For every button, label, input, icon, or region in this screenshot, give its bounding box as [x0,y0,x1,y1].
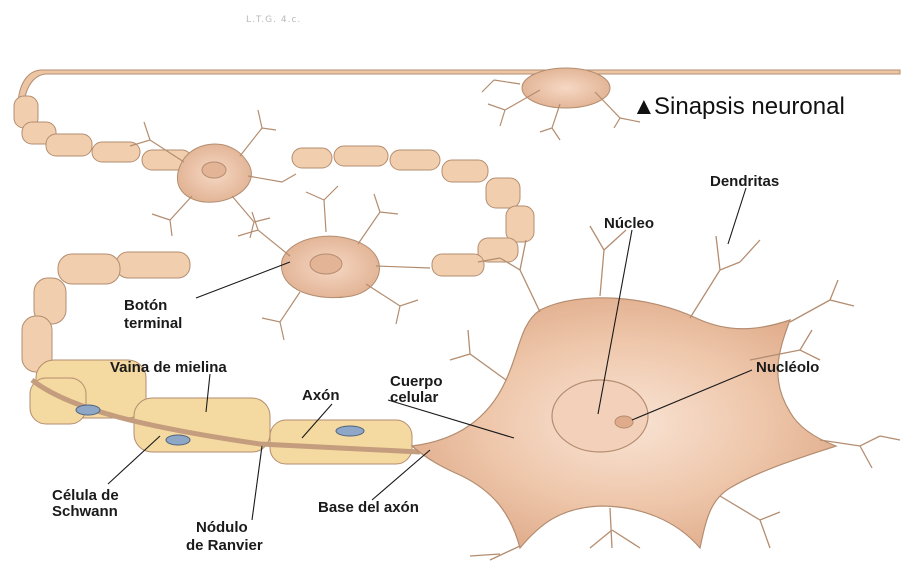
label-cuerpo-2: celular [390,389,439,406]
label-nodulo-2: de Ranvier [186,537,263,554]
label-nucleo: Núcleo [604,215,654,232]
small-neuron-2 [238,186,430,340]
label-nodulo-1: Nódulo [196,519,248,536]
scan-mark: L.T.G. 4.c. [246,15,301,25]
label-boton-1: Botón [124,297,167,314]
label-celula-2: Schwann [52,503,118,520]
large-neuron [412,226,900,560]
label-axon: Axón [302,387,340,404]
label-base: Base del axón [318,499,419,516]
label-vaina: Vaina de mielina [110,359,227,376]
label-cuerpo-1: Cuerpo [390,373,443,390]
label-dendritas: Dendritas [710,173,779,190]
label-boton-2: terminal [124,315,182,332]
title-marker: ▲ [632,93,656,120]
top-right-neuron [482,68,640,140]
label-celula-1: Célula de [52,487,119,504]
title: Sinapsis neuronal [654,93,845,120]
small-neuron-1 [130,110,296,238]
label-nucleolo: Nucléolo [756,359,819,376]
